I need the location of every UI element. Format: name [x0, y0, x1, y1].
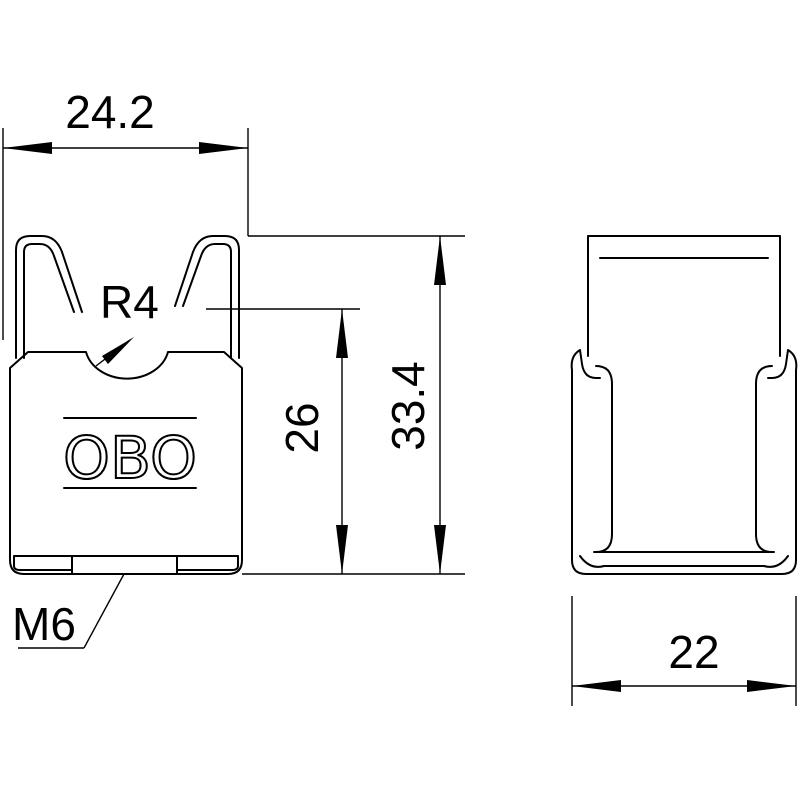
left-flange: [570, 349, 613, 575]
dimension-height-total: 33.4: [248, 235, 465, 574]
obo-logo: OBO: [63, 424, 197, 492]
clip-body: [9, 351, 243, 575]
dim-label-height-inner: 26: [276, 402, 328, 453]
thread-callout: M6: [12, 573, 125, 650]
right-spring-clip: [174, 235, 240, 359]
left-spring-clip: [15, 235, 83, 359]
dimension-width-top: 24.2: [2, 86, 249, 340]
side-view: [570, 235, 798, 575]
right-flange: [755, 349, 798, 575]
dim-label-height-total: 33.4: [382, 361, 434, 451]
dimension-radius: R4: [95, 276, 159, 367]
dim-label-radius: R4: [100, 276, 159, 328]
side-bottom: [585, 551, 783, 575]
dimension-width-side: 22: [571, 596, 797, 706]
dim-label-width-top: 24.2: [65, 86, 155, 138]
front-view: OBO: [9, 235, 243, 575]
back-plate: [587, 235, 781, 357]
dim-label-width-side: 22: [668, 626, 719, 678]
dimension-height-inner: 26: [206, 308, 465, 575]
bottom-fold: [13, 555, 239, 571]
thread-label: M6: [12, 598, 76, 650]
